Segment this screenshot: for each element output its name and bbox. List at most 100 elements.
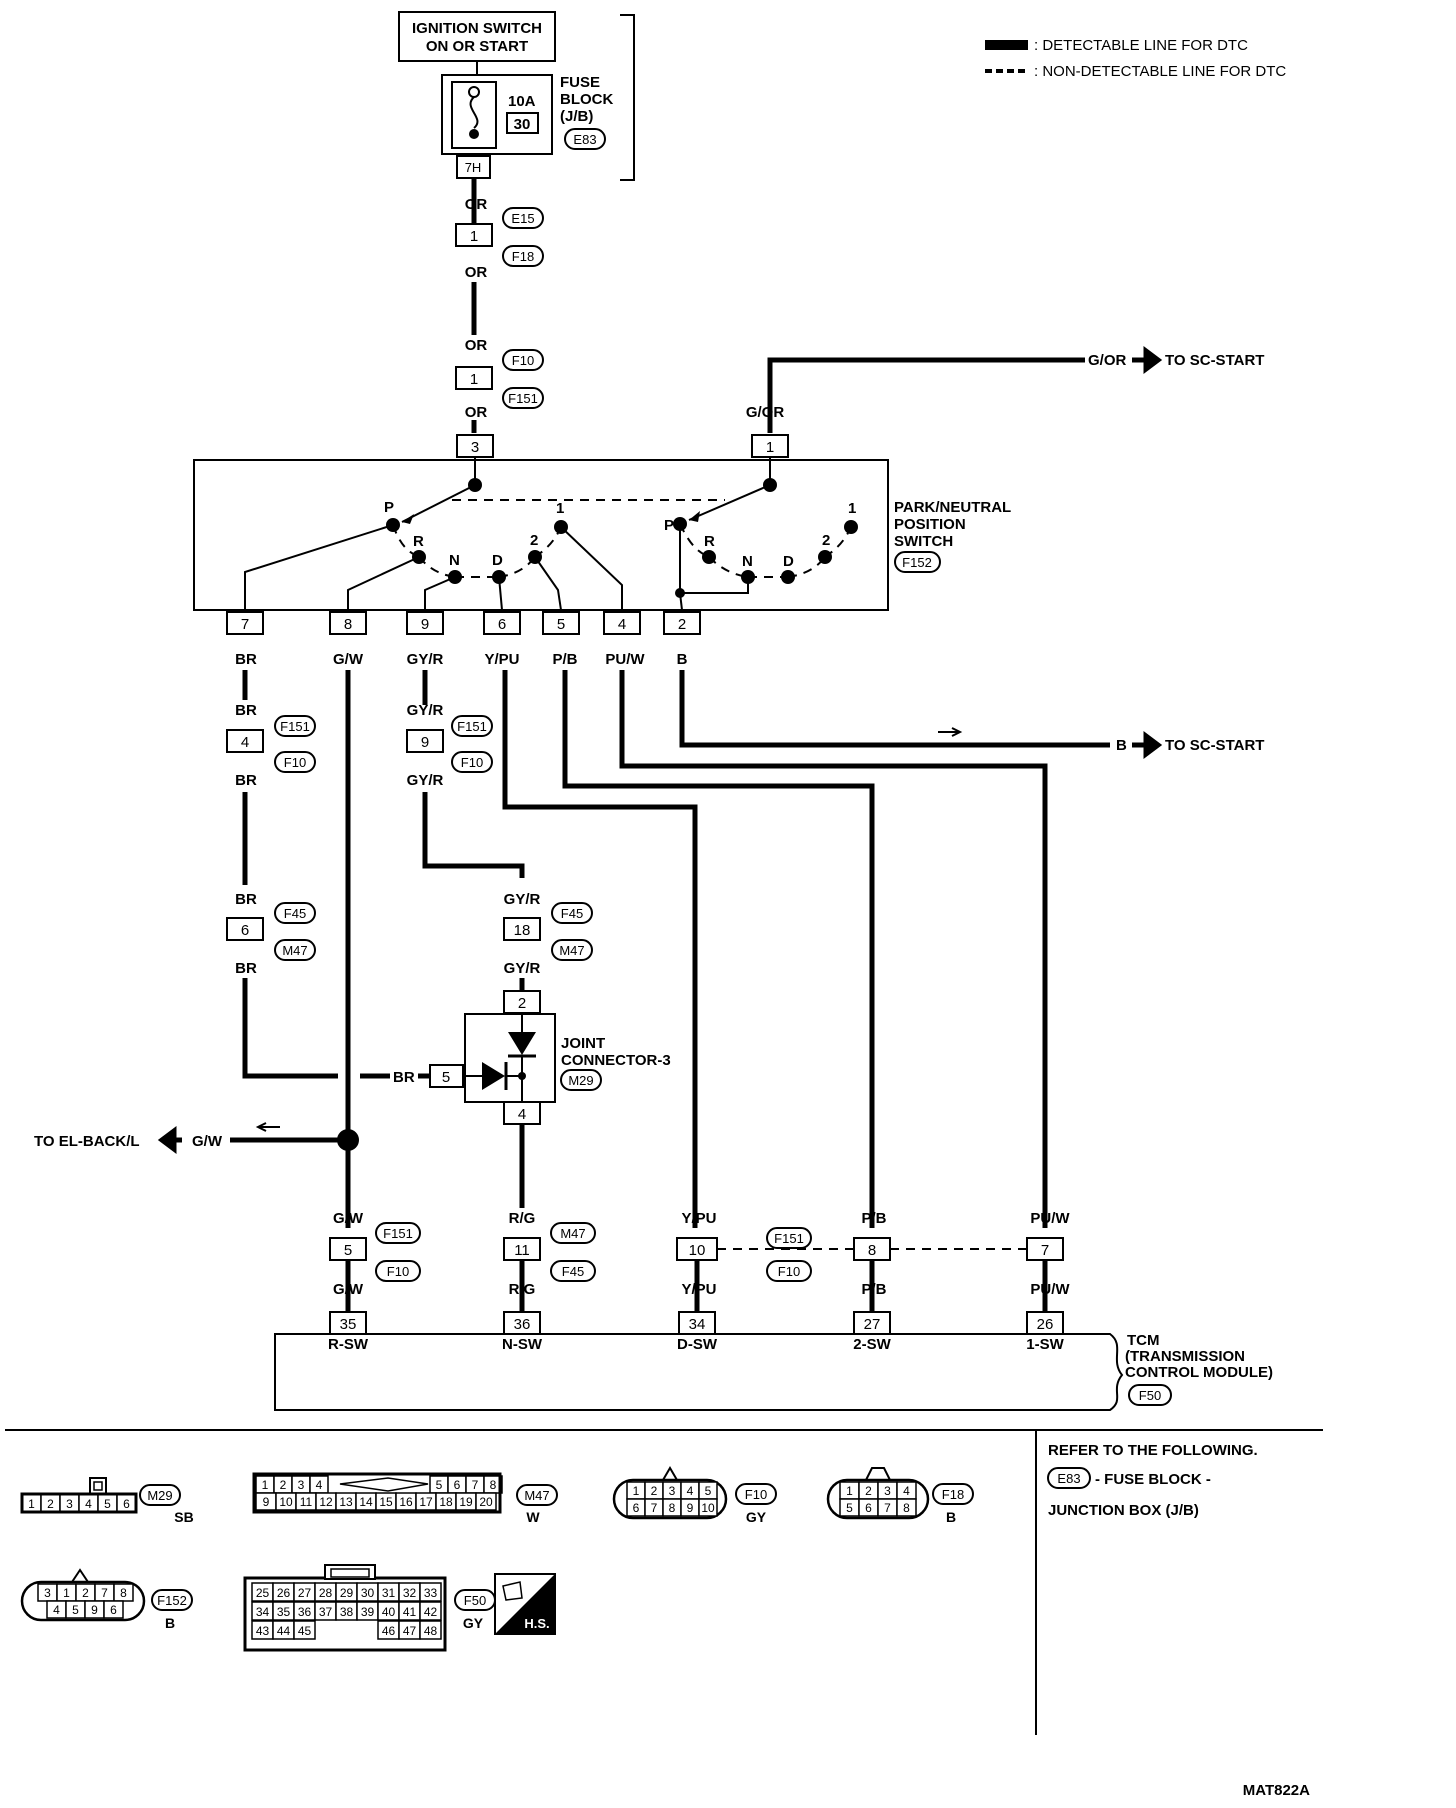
m47-pin: 18 [439, 1495, 453, 1509]
svg-text:M47: M47 [560, 1226, 585, 1241]
svg-text:GY/R: GY/R [407, 651, 444, 668]
m47-pin: 1 [262, 1478, 269, 1492]
svg-text:36: 36 [514, 1316, 531, 1333]
f18-pin: 7 [884, 1501, 891, 1515]
svg-text:GY/R: GY/R [407, 702, 444, 719]
svg-text:BR: BR [235, 891, 257, 908]
park-neutral-position-switch: 3 1 P R N D 2 1 [193, 434, 1011, 611]
f50-pin: 47 [403, 1624, 417, 1638]
svg-text:R/G: R/G [509, 1210, 536, 1227]
svg-text:9: 9 [421, 734, 429, 751]
fuse-block-bracket [620, 14, 635, 181]
svg-text:9: 9 [421, 616, 429, 633]
svg-text:Y/PU: Y/PU [681, 1210, 716, 1227]
wire-y-pu [502, 670, 698, 1228]
f50-pin: 41 [403, 1605, 417, 1619]
f152-connector-label: F152 [157, 1593, 187, 1608]
ignition-switch-label: IGNITION SWITCH [412, 20, 542, 37]
m47-pin: 14 [359, 1495, 373, 1509]
svg-text:GY/R: GY/R [504, 891, 541, 908]
f50-pin: 28 [319, 1586, 333, 1600]
dest-el-back: TO EL-BACK/L [34, 1133, 140, 1150]
fuse-amperage: 10A [508, 93, 536, 110]
svg-text:BR: BR [235, 772, 257, 789]
svg-text:7H: 7H [465, 160, 482, 175]
connector-e15-f18: 1 E15 F18 [455, 207, 544, 267]
arrow-left-icon [157, 1126, 182, 1154]
svg-text:F10: F10 [461, 755, 483, 770]
m47-pin: 15 [379, 1495, 393, 1509]
f50-pin: 31 [382, 1586, 396, 1600]
svg-text:5: 5 [557, 616, 565, 633]
f10-pin: 1 [633, 1484, 640, 1498]
connector-f45-m47-pin6: 6 F45 M47 [226, 902, 316, 961]
svg-text:F151: F151 [774, 1231, 804, 1246]
f18-pin: 1 [846, 1484, 853, 1498]
svg-text:M47: M47 [282, 943, 307, 958]
svg-text:PU/W: PU/W [1030, 1281, 1070, 1298]
f152-pin: 1 [63, 1586, 70, 1600]
svg-text:G/W: G/W [333, 1210, 364, 1227]
f10-connector [735, 1483, 777, 1505]
f152-pin: 3 [44, 1586, 51, 1600]
switch-title-2: POSITION [894, 516, 966, 533]
svg-text:4: 4 [618, 616, 626, 633]
svg-text:34: 34 [689, 1316, 706, 1333]
fuse-block: 10A 30 FUSE BLOCK (J/B) E83 [441, 74, 613, 155]
connector-f45-m47-pin18: 18 F45 M47 [503, 902, 593, 961]
legend-non-detectable: : NON-DETECTABLE LINE FOR DTC [1034, 63, 1286, 80]
f10-pin: 9 [687, 1501, 694, 1515]
f18-color: B [946, 1509, 956, 1525]
joint-connector-3: 2 5 4 JOINT CONNECTOR-3 M29 [429, 990, 671, 1125]
svg-text:27: 27 [864, 1316, 881, 1333]
m47-pin: 4 [316, 1478, 323, 1492]
f10-connector-label: F10 [745, 1487, 767, 1502]
f152-latch-icon [71, 1568, 89, 1583]
m47-pin: 13 [339, 1495, 353, 1509]
svg-text:2: 2 [518, 995, 526, 1012]
svg-text:F45: F45 [561, 906, 583, 921]
tcm: 35 36 34 27 26 R-SW N-SW D-SW 2-SW 1-SW … [274, 1311, 1273, 1411]
connector-f10-f151-pin1: 1 F10 F151 [455, 349, 544, 409]
m47-pin: 12 [319, 1495, 333, 1509]
svg-text:G/W: G/W [333, 1281, 364, 1298]
ignition-switch-state: ON OR START [426, 38, 528, 55]
joint-title-2: CONNECTOR-3 [561, 1052, 671, 1069]
m47-pin: 16 [399, 1495, 413, 1509]
svg-text:2-SW: 2-SW [853, 1336, 891, 1353]
m47-color: W [526, 1509, 540, 1525]
ignition-switch: IGNITION SWITCH ON OR START [398, 11, 556, 62]
f18-pin: 6 [865, 1501, 872, 1515]
fuse-block-label-1: FUSE [560, 74, 600, 91]
f10-color: GY [746, 1509, 767, 1525]
svg-text:F151: F151 [383, 1226, 413, 1241]
svg-text:5: 5 [442, 1069, 450, 1086]
svg-text:7: 7 [241, 616, 249, 633]
svg-text:D-SW: D-SW [677, 1336, 718, 1353]
m47-pin: 11 [300, 1495, 313, 1509]
svg-text:1-SW: 1-SW [1026, 1336, 1064, 1353]
f152-pin: 9 [91, 1603, 98, 1617]
svg-text:6: 6 [241, 922, 249, 939]
f50-pin: 30 [361, 1586, 375, 1600]
m47-pin: 7 [472, 1478, 479, 1492]
m47-pin: 10 [279, 1495, 293, 1509]
legend: : DETECTABLE LINE FOR DTC : NON-DETECTAB… [985, 37, 1286, 80]
figure-code: MAT822A [1243, 1782, 1310, 1799]
f50-pin: 34 [256, 1605, 270, 1619]
svg-text:1: 1 [470, 371, 478, 388]
svg-text:BR: BR [235, 651, 257, 668]
f10-pin: 2 [651, 1484, 658, 1498]
svg-text:R: R [704, 533, 715, 550]
dest-sc-start-2: TO SC-START [1165, 737, 1264, 754]
f50-pin: 35 [277, 1605, 291, 1619]
svg-text:R: R [413, 533, 424, 550]
f18-cell [896, 1498, 917, 1517]
tcm-title-1: TCM [1127, 1332, 1160, 1349]
svg-text:E83: E83 [1057, 1471, 1080, 1486]
f10-pin: 10 [701, 1501, 715, 1515]
f152-connector [151, 1589, 193, 1611]
svg-text:P/B: P/B [861, 1210, 886, 1227]
diode-icon [508, 1032, 536, 1055]
harness-side-label: H.S. [524, 1616, 549, 1631]
